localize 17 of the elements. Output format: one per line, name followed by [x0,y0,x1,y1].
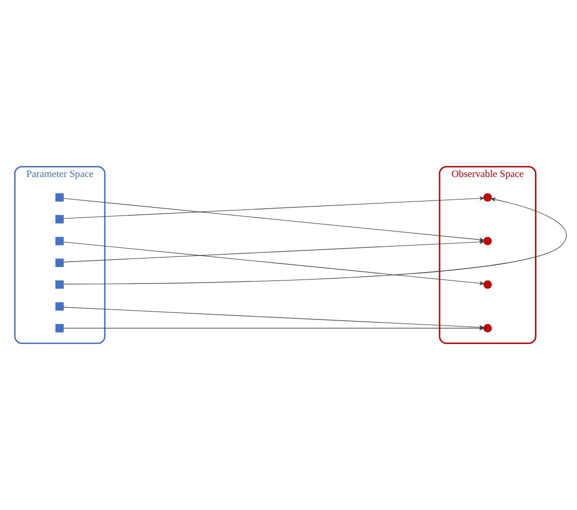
node-circle [483,324,492,332]
node-box [55,324,64,332]
node-box [55,258,64,268]
node-circle [483,236,492,246]
arrow [63,240,484,262]
node-box [55,215,64,224]
node-circle [483,193,492,202]
arrow [63,242,484,286]
arrow [63,198,567,284]
node-box [55,193,64,202]
arrow [63,196,484,219]
cluster: Observable Space [438,166,536,344]
node-box [55,302,64,311]
cluster: Parameter Space [14,166,106,344]
node-box [55,236,64,246]
node-circle [483,280,492,289]
node-box [55,280,64,289]
